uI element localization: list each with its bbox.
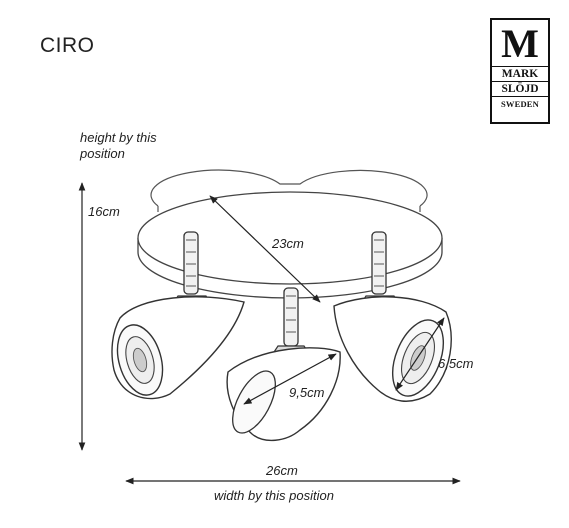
shade-diameter-arrow (395, 317, 445, 391)
shade-length-label: 9,5cm (289, 385, 325, 400)
height-note: height by this position (80, 130, 157, 162)
width-dimension-label: 26cm (266, 463, 298, 478)
height-note-line1: height by this (80, 130, 157, 145)
shade-diameter-label: 6,5cm (438, 356, 474, 371)
left-spotlight (111, 231, 245, 400)
height-dimension-label: 16cm (88, 204, 120, 219)
base-diameter-arrow (209, 195, 321, 303)
width-note: width by this position (214, 488, 334, 503)
height-note-line2: position (80, 146, 125, 161)
logo-word-slojd: SLÖJD (492, 81, 548, 96)
base-diameter-label: 23cm (272, 236, 304, 251)
logo-monogram: M (501, 21, 539, 66)
product-name: CIRO (40, 34, 95, 57)
shade-length-arrow (243, 353, 337, 405)
brand-logo: M MARK SLÖJD SWEDEN (490, 18, 550, 124)
logo-word-mark: MARK (492, 66, 548, 81)
logo-word-sweden: SWEDEN (492, 96, 548, 111)
